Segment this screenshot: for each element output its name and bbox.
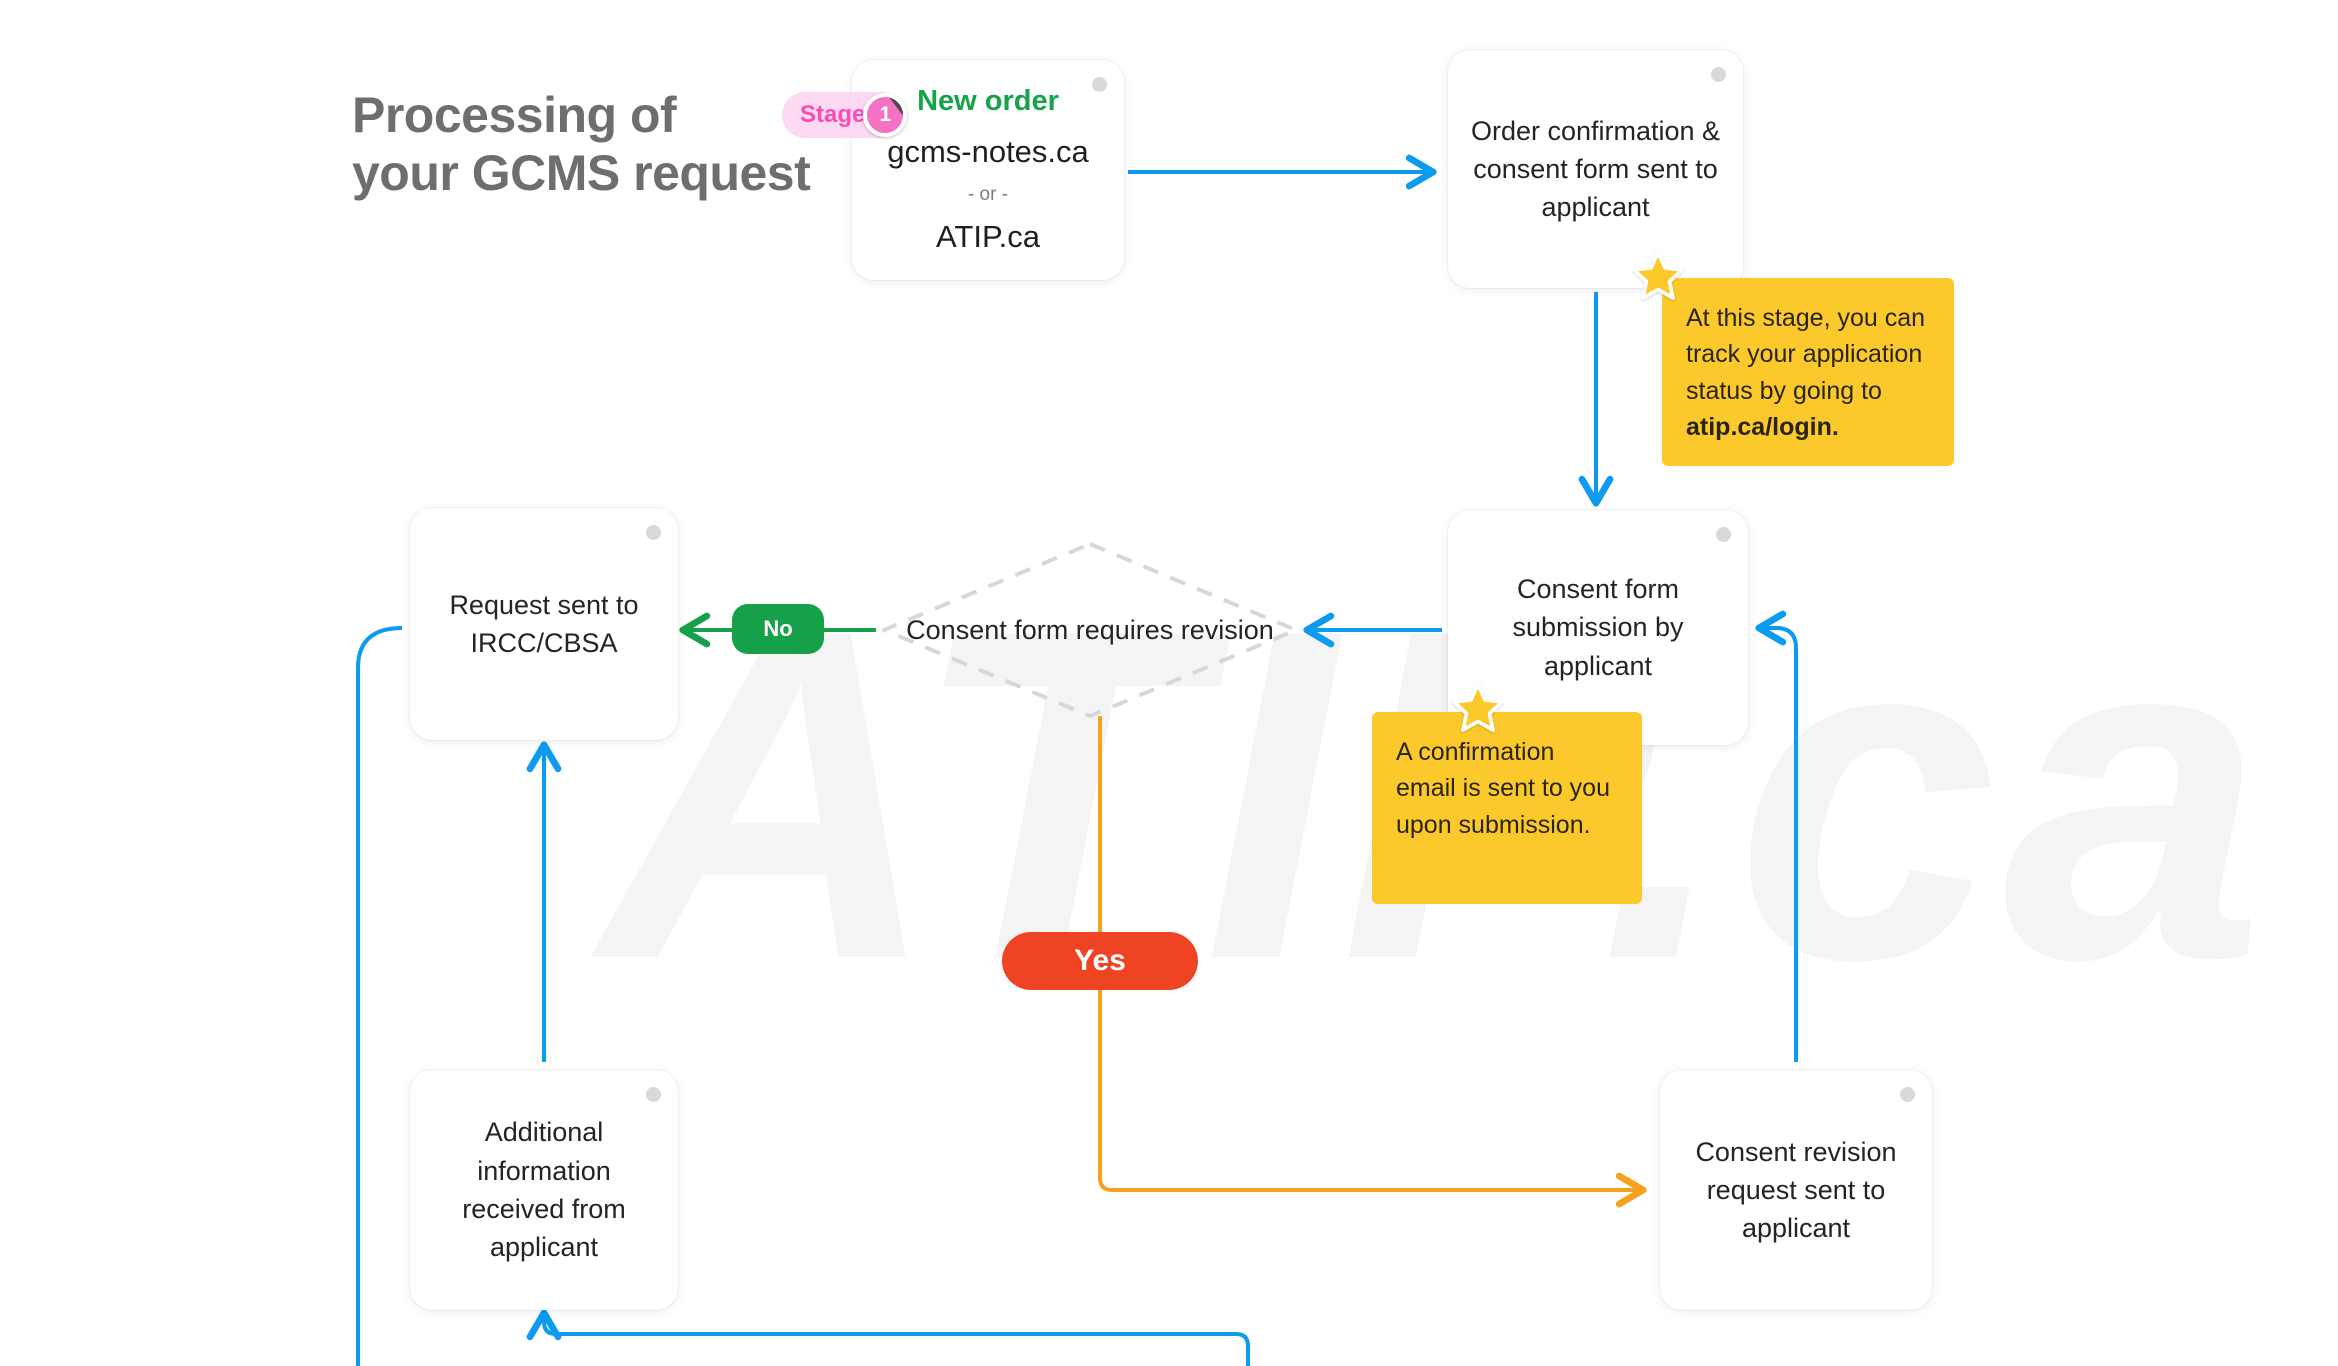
branch-yes-pill[interactable]: Yes bbox=[1002, 932, 1198, 990]
wire-request-left-down bbox=[356, 626, 403, 1366]
note-track-status-text: At this stage, you can track your applic… bbox=[1686, 304, 1926, 405]
node-request-sent[interactable]: Request sent to IRCC/CBSA bbox=[410, 508, 678, 740]
node-corner-dot bbox=[1900, 1087, 1915, 1102]
star-icon bbox=[1452, 682, 1504, 732]
stage-badge: Stage 1 bbox=[782, 92, 908, 138]
node-corner-dot bbox=[1711, 67, 1726, 82]
node-new-order-content: New order gcms-notes.ca - or - ATIP.ca bbox=[870, 81, 1106, 259]
star-icon bbox=[1632, 250, 1684, 300]
node-order-confirmation-label: Order confirmation & consent form sent t… bbox=[1470, 115, 1721, 223]
diamond-shape-icon bbox=[882, 542, 1298, 718]
stage-number: 1 bbox=[879, 103, 892, 126]
page-title-line2: your GCMS request bbox=[352, 145, 811, 201]
branch-yes-label: Yes bbox=[1074, 944, 1126, 977]
node-additional-information-label: Additional information received from app… bbox=[462, 1117, 626, 1263]
note-track-status: At this stage, you can track your applic… bbox=[1662, 278, 1954, 466]
node-corner-dot bbox=[1092, 77, 1107, 92]
wire-revision-to-submission bbox=[1755, 610, 1798, 1062]
node-consent-revision[interactable]: Consent revision request sent to applica… bbox=[1660, 1070, 1932, 1310]
atip-site: ATIP.ca bbox=[936, 219, 1040, 255]
node-additional-information[interactable]: Additional information received from app… bbox=[410, 1070, 678, 1310]
node-order-confirmation[interactable]: Order confirmation & consent form sent t… bbox=[1448, 50, 1743, 288]
node-corner-dot bbox=[646, 1087, 661, 1102]
gcms-notes-site: gcms-notes.ca bbox=[887, 134, 1089, 170]
node-request-sent-label: Request sent to IRCC/CBSA bbox=[449, 589, 639, 658]
new-order-heading: New order bbox=[917, 84, 1059, 117]
note-track-status-link: atip.ca/login. bbox=[1686, 412, 1839, 441]
note-confirmation-email-text: A confirmation email is sent to you upon… bbox=[1396, 738, 1610, 839]
decision-diamond[interactable]: Consent form requires revision bbox=[880, 540, 1300, 720]
branch-no-pill[interactable]: No bbox=[732, 604, 824, 654]
node-consent-submission[interactable]: Consent form submission by applicant bbox=[1448, 510, 1748, 745]
node-corner-dot bbox=[646, 525, 661, 540]
decision-label: Consent form requires revision bbox=[906, 614, 1274, 645]
stage-badge-label: Stage bbox=[800, 101, 866, 128]
stage-fold-icon bbox=[884, 97, 904, 117]
node-corner-dot bbox=[1716, 527, 1731, 542]
stage-number-circle: 1 bbox=[863, 93, 908, 137]
wire-bottom-to-additional bbox=[526, 1309, 1250, 1366]
page-title: Processing of your GCMS request bbox=[352, 86, 872, 202]
or-separator: - or - bbox=[967, 184, 1009, 206]
branch-no-label: No bbox=[763, 616, 793, 641]
note-confirmation-email: A confirmation email is sent to you upon… bbox=[1372, 712, 1642, 904]
node-new-order[interactable]: New order gcms-notes.ca - or - ATIP.ca bbox=[852, 60, 1124, 280]
node-consent-revision-label: Consent revision request sent to applica… bbox=[1695, 1136, 1897, 1244]
node-consent-submission-label: Consent form submission by applicant bbox=[1512, 574, 1684, 681]
page-title-line1: Processing of bbox=[352, 87, 677, 143]
